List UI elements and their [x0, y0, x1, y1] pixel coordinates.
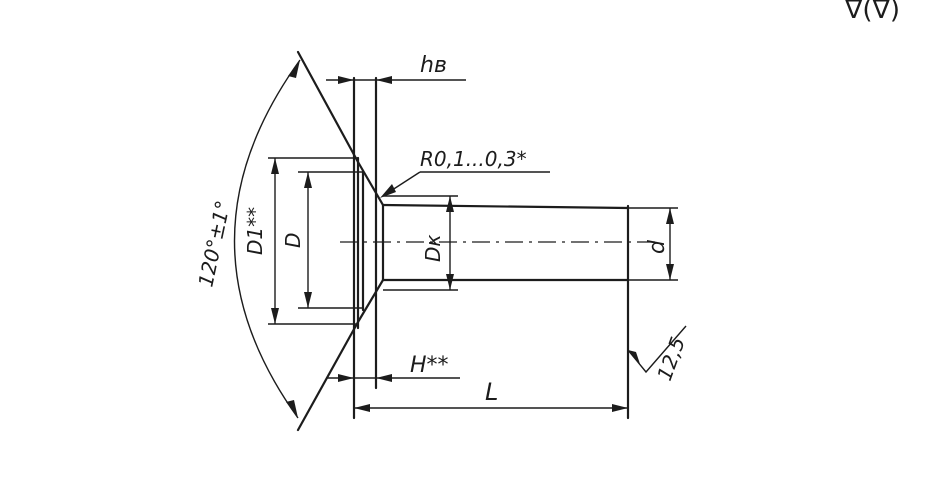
roughness-check — [627, 325, 687, 374]
angle-arrow-top — [288, 60, 300, 78]
cone-bottom — [356, 278, 385, 324]
shank-diameter-dimension: d — [628, 207, 678, 281]
cone-top — [356, 160, 385, 207]
length-dimension: L — [354, 378, 628, 412]
l-label: L — [485, 378, 498, 406]
dk-label: Dк — [421, 235, 445, 262]
hv-label: hв — [420, 53, 447, 78]
angle-extension-top — [296, 50, 360, 164]
radius-label: R0,1...0,3* — [420, 147, 527, 171]
angle-dimension: 120°±1° — [193, 50, 360, 432]
shank-diameter-label: d — [645, 239, 670, 254]
dk-dimension: Dк — [383, 195, 458, 291]
rivet-outline — [340, 76, 660, 420]
head-edge-dimension: hв — [326, 53, 466, 84]
d1-label: D1** — [243, 207, 267, 255]
head-height-dimension: H** — [326, 353, 460, 382]
angle-extension-bottom — [296, 320, 360, 432]
roughness-mark: 12,5 — [627, 325, 690, 384]
d-label: D — [281, 233, 305, 248]
angle-arrow-bottom — [286, 400, 298, 418]
h-label: H** — [410, 353, 449, 378]
angle-arc — [233, 59, 301, 419]
shank-top — [381, 203, 630, 210]
d1-dimension: D1** — [243, 157, 358, 325]
radius-leader: R0,1...0,3* — [380, 147, 550, 198]
roughness-label: 12,5 — [652, 334, 690, 384]
corner-roughness-mark: ∇(∇) — [844, 0, 900, 25]
d-head-dimension: D — [281, 171, 363, 309]
angle-label: 120°±1° — [193, 198, 235, 289]
